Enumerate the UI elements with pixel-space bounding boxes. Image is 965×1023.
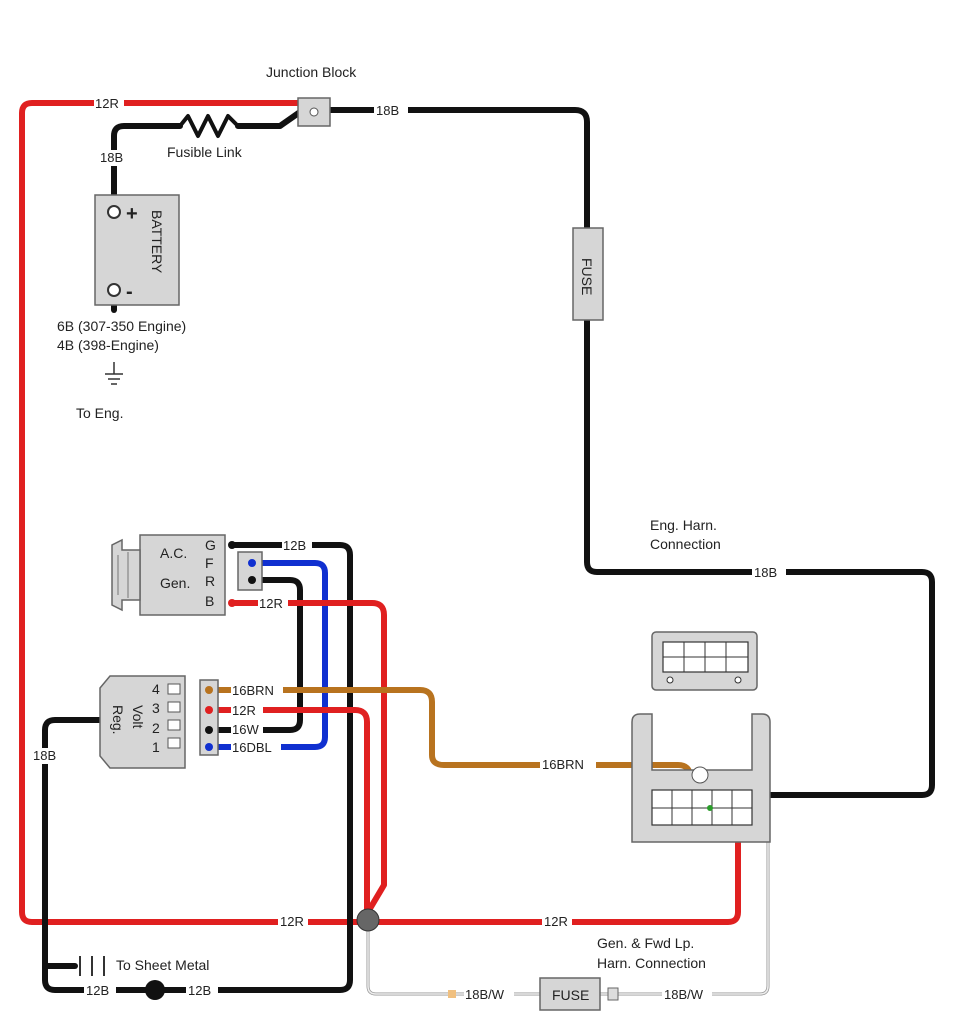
wire-label-18b-harn: 18B [754,565,777,580]
harness-green-pin [707,805,713,811]
label-battery: BATTERY [149,210,165,274]
voltage-regulator [99,675,186,769]
reg-terminal-3-dot [205,706,213,714]
terminal-g-dot [228,541,236,549]
label-gen-fwd-line2: Harn. Connection [597,955,706,971]
label-reg-terminal-4: 4 [152,681,160,697]
junction-block-stud [309,107,319,117]
label-terminal-r: R [205,573,215,589]
terminal-b-dot [228,599,236,607]
wire-label-18bw-right: 18B/W [664,987,704,1002]
terminal-r-dot [248,576,256,584]
label-engine-line2: 4B (398-Engine) [57,337,159,353]
wire-12r-main-loop [19,100,371,925]
wire-label-16brn-mid: 16BRN [542,757,584,772]
reg-terminal-2-dot [205,726,213,734]
fusible-link-zigzag [178,114,240,138]
wire-label-18b-top: 18B [376,103,399,118]
wire-label-12r-top: 12R [95,96,119,111]
label-ac: A.C. [160,545,187,561]
fuse-top [572,227,604,321]
splice-junction [356,908,380,932]
ac-generator [139,534,226,616]
reg-terminal-1-dot [205,743,213,751]
label-eng-harn-line2: Connection [650,536,721,552]
label-fuse-bottom: FUSE [552,987,589,1003]
label-battery-plus: + [126,203,138,225]
wire-label-18bw-left: 18B/W [465,987,505,1002]
label-reg-terminal-2: 2 [152,720,160,736]
generator-connector [237,551,263,591]
wire-12r-regulator [212,707,370,915]
label-reg: Reg. [110,705,126,735]
battery-negative-terminal [107,283,121,297]
wire-label-18b-reg: 18B [33,748,56,763]
wire-12r-generator [229,600,387,915]
regulator-connector [199,679,219,756]
wire-label-12b-bottom-right: 12B [188,983,211,998]
label-fusible-link: Fusible Link [167,144,243,160]
label-eng-harn-line1: Eng. Harn. [650,517,717,533]
wire-label-12r-bottom-left: 12R [280,914,304,929]
wire-18b-junction-to-fuse [325,107,590,231]
wire-16brn [212,687,693,811]
label-terminal-g: G [205,537,216,553]
wire-label-16w-reg: 16W [232,722,259,737]
ground-symbol-sheet-metal [79,956,105,976]
reg-terminal-4-dot [205,686,213,694]
wire-12r-to-harness [365,819,741,925]
wire-16dbl [212,560,328,750]
label-junction-block: Junction Block [266,64,357,80]
terminal-f-dot [248,559,256,567]
wire-label-12b-gen: 12B [283,538,306,553]
wire-label-12r-reg: 12R [232,703,256,718]
label-to-sheet-metal: To Sheet Metal [116,957,209,973]
harness-connector-hole [691,766,709,784]
wire-label-12r-bottom-right: 12R [544,914,568,929]
label-terminal-f: F [205,555,214,571]
generator-pulley [111,538,141,612]
label-reg-terminal-3: 3 [152,700,160,716]
label-engine-line1: 6B (307-350 Engine) [57,318,186,334]
label-to-eng: To Eng. [76,405,123,421]
wire-18b-regulator-ground [42,717,153,993]
wire-label-18b-battery: 18B [100,150,123,165]
ground-stud [145,980,165,1000]
wire-label-16dbl-reg: 16DBL [232,740,272,755]
label-battery-minus: - [126,281,133,303]
wire-18b-fuse-to-harn [584,315,935,798]
ground-symbol-engine [105,362,123,385]
wire-label-12b-bottom-left: 12B [86,983,109,998]
label-volt: Volt [130,705,146,728]
label-gen: Gen. [160,575,190,591]
label-gen-fwd-line1: Gen. & Fwd Lp. [597,935,694,951]
wire-fusible-link-to-junction [235,109,303,129]
label-fuse-top: FUSE [579,258,595,295]
wire-r-terminal [212,577,303,733]
label-terminal-b: B [205,593,214,609]
wire-18bw-highlight [367,930,540,995]
wire-18b-battery-to-junction [111,123,183,213]
wire-label-16brn-reg: 16BRN [232,683,274,698]
fuse-bottom [539,977,601,1011]
battery-positive-terminal [107,205,121,219]
label-reg-terminal-1: 1 [152,739,160,755]
wire-12b-generator [157,542,353,993]
wire-label-12r-gen: 12R [259,596,283,611]
